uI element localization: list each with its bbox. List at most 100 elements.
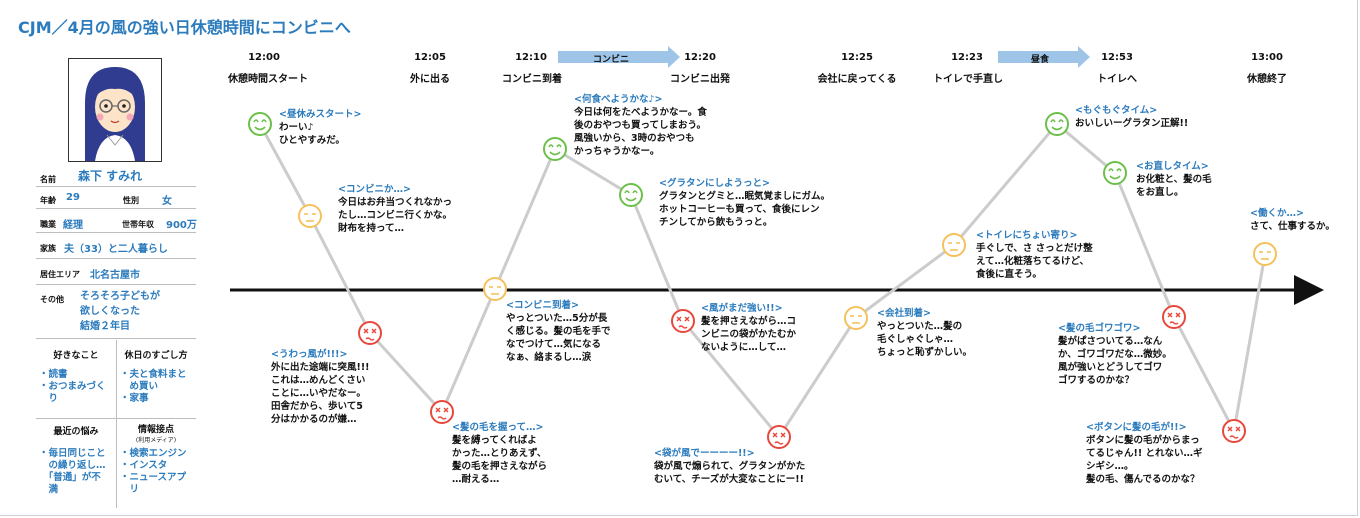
holiday-list: ・夫と食料まと め買い ・家事 [120,369,187,405]
note-line: 今日はお弁当つくれなかっ [338,197,453,208]
persona-row-name: 名前 森下 すみれ [36,166,196,187]
note-line: グラタンとグミと…眠気覚ましにガム。 [659,191,831,202]
info-list: ・検索エンジン ・インスタ ・ニュースアプ リ [120,448,187,496]
journey-note: <コンビニ到着> やっとついた…5分が長く感じる。髪の毛を手でなでつけて…気にな… [506,299,611,364]
list-item: り [39,393,59,404]
note-title: <うわっ風が!!!> [271,349,348,360]
persona-area: 北名古屋市 [90,270,140,281]
note-title: <もぐもぐタイム> [1075,105,1158,116]
sad-face-icon [671,309,695,333]
note-line: ホットコーヒーも買って、食後にレン [659,204,820,215]
persona-avatar [68,58,162,162]
event-label: 休憩時間スタート [228,74,308,85]
event-label: 休憩終了 [1247,74,1287,85]
other-label: その他 [40,295,64,304]
happy-face-icon [1045,112,1069,136]
note-line: ボタンに髪の毛がからまっ [1086,435,1200,446]
time-label: 13:00 [1251,52,1283,63]
event-label: 会社に戻ってくる [817,74,897,85]
note-line: かっちゃうかなー。 [574,146,660,157]
note-title: <会社到着> [877,308,931,319]
holiday-label: 休日のすごし方 [124,351,188,361]
phase-label: 昼食 [1030,55,1050,65]
list-item: ・家事 [120,393,149,404]
name-label: 名前 [40,175,56,184]
journey-note: <グラタンにしようっと> グラタンとグミと…眠気覚ましにガム。ホットコーヒーも買… [659,177,830,229]
journey-note: <会社到着> やっとついた…髪の毛ぐしゃぐしゃ…ちょっと恥ずかしい。 [877,307,972,359]
note-line: かった…とりあえず、 [452,448,547,459]
note-title: <髪の毛を握って…> [452,422,544,433]
happy-face-icon [1103,161,1127,185]
note-line: 田舎だから、歩いて5 [271,401,363,412]
note-line: てるじゃん!! とれない…ギ [1086,448,1203,459]
sad-face-icon [358,321,382,345]
note-line: 髪がぱさついてる…なん [1058,336,1163,347]
time-label: 12:53 [1101,52,1133,63]
note-line: わーい♪ [279,122,314,133]
time-label: 12:25 [841,52,873,63]
info-sublabel: (利用メディア) [135,437,177,444]
note-line: やっとついた…髪の [877,321,963,332]
note-line: やっとついた…5分が長 [506,313,608,324]
note-line: 財布を持って… [338,223,405,234]
happy-face-icon [248,112,272,136]
worry-list: ・毎日同じこと の繰り返し… 「普通」が不 満 [39,448,106,496]
persona-row-job: 職業 経理 世帯年収 900万 [36,210,197,233]
persona-income: 900万 [166,220,197,231]
persona-family: 夫（33）と二人暮らし [64,244,168,255]
note-line: 分はかかるのが嫌… [271,414,357,425]
income-label: 世帯年収 [122,220,154,229]
note-line: さて、仕事するか。 [1250,221,1335,232]
note-line: か、ゴワゴワだな…微妙。 [1058,349,1172,360]
note-line: むいて、チーズが大変なことにー!! [654,474,804,485]
list-item: 「普通」が不 [39,472,101,483]
event-label: トイレへ [1097,74,1137,85]
persona-row-area: 居住エリア 北名古屋市 [36,260,196,285]
likes-label: 好きなこと [53,351,99,361]
note-title: <風がまだ強い!!> [701,303,783,314]
persona-row-age: 年齢 29 性別 女 [36,188,196,209]
journey-note: <もぐもぐタイム> おいしいーグラタン正解!! [1075,104,1188,130]
list-item: ・検索エンジン [120,448,187,459]
journey-note: <風がまだ強い!!> 髪を押さえながら…コンビニの袋がかたむかないように…して… [701,302,796,354]
persona-row-other: その他 そろそろ子どもが 欲しくなった 結婚２年目 [36,286,196,339]
grid-divider [116,340,117,508]
area-label: 居住エリア [40,270,80,279]
note-line: 外に出た途端に突風!!! [271,362,370,373]
neutral-face-icon [1253,242,1277,266]
note-line: なでつけて…気になる [506,339,602,350]
list-item: 満 [39,484,59,495]
persona-grid: 好きなこと ・読書 ・おつまみづく り 休日のすごし方 ・夫と食料まと め買い … [36,340,196,508]
note-title: <袋が風でーーーー!!> [654,448,755,459]
journey-note: <お直しタイム> お化粧と、髪の毛をお直し。 [1136,160,1212,199]
phase-label: コンビニ [592,55,630,65]
note-title: <ボタンに髪の毛が!!> [1086,422,1187,433]
note-line: 後のおやつも買ってしまおう。 [574,120,706,131]
sad-face-icon [1222,419,1246,443]
event-label: コンビニ到着 [502,74,562,85]
persona-other: そろそろ子どもが 欲しくなった 結婚２年目 [80,289,160,334]
list-item: リ [120,484,140,495]
sad-face-icon [430,400,454,424]
note-title: <コンビニか…> [338,184,411,195]
emotion-curve [258,122,1267,439]
neutral-face-icon [483,277,507,301]
time-label: 12:23 [951,52,983,63]
neutral-face-icon [298,204,322,228]
event-label: トイレで手直し [933,74,1003,85]
note-title: <お直しタイム> [1136,161,1209,172]
note-line: ないように…して… [701,342,787,353]
journey-note: <何食べようかな♪> 今日は何をたべようかなー。食後のおやつも買ってしまおう。風… [574,93,707,158]
note-line: えて…化粧落ちてるけど、 [976,256,1090,267]
other-line: 欲しくなった [80,306,140,317]
list-item: ・インスタ [120,460,168,471]
time-label: 12:05 [414,52,446,63]
time-label: 12:20 [684,52,716,63]
happy-face-icon [619,183,643,207]
note-title: <トイレにちょい寄り> [976,230,1078,241]
note-line: 毛ぐしゃぐしゃ… [877,334,954,345]
persona-job: 経理 [63,220,83,231]
note-line: お化粧と、髪の毛 [1136,174,1212,185]
time-label: 12:10 [515,52,547,63]
note-title: <髪の毛ゴワゴワ> [1058,323,1141,334]
